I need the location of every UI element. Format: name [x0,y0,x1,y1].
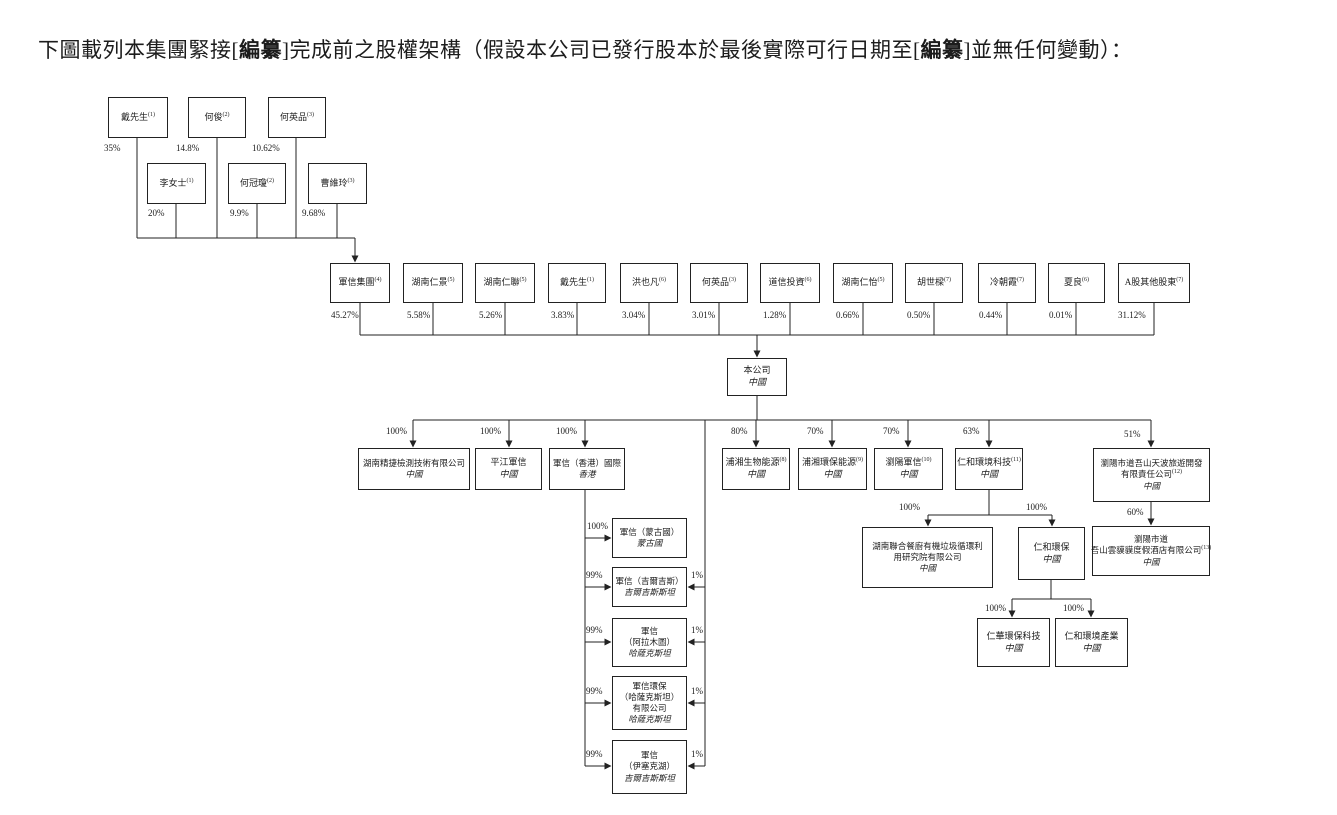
title-text: 下圖載列本集團緊接[ [38,38,239,62]
node-junxin-group: 軍信集團(4) [330,263,390,303]
page-title: 下圖載列本集團緊接[編纂]完成前之股權架構（假設本公司已發行股本於最後實際可行日… [38,34,1132,64]
pct-hu-shiliang: 0.50% [907,310,931,320]
pct-junxin-issyk-kul-right: 1% [691,749,703,759]
node-junxin-issyk-kul: 軍信（伊塞克湖）吉爾吉斯斯坦 [612,740,687,794]
pct-puxiang-bioenergy: 80% [731,426,748,436]
pct-he-yingpin-top: 10.62% [252,143,280,153]
node-junxin-environmental-kazakhstan: 軍信環保（哈薩克斯坦）有限公司哈薩克斯坦 [612,676,687,730]
pct-leng-zhaoxia: 0.44% [979,310,1003,320]
node-junxin-almaty: 軍信（阿拉木圖）哈薩克斯坦 [612,618,687,667]
pct-hunan-renyi: 0.66% [836,310,860,320]
node-li-nvshi: 李女士(1) [147,163,206,204]
node-liuyang-junxin: 瀏陽軍信(10)中國 [874,448,943,490]
node-pingjiang-junxin: 平江軍信中國 [475,448,542,490]
node-renhe-environment-industry: 仁和環境產業中國 [1055,618,1128,667]
node-renhe-environmental: 仁和環保中國 [1018,527,1085,580]
pct-he-jun: 14.8% [176,143,200,153]
node-the-company: 本公司 中國 [727,358,787,396]
node-dai-xiansheng-main: 戴先生(1) [548,263,606,303]
node-xia-liang: 夏良(6) [1048,263,1105,303]
pct-cao-weiling: 9.68% [302,208,326,218]
pct-pingjiang-junxin: 100% [480,426,501,436]
node-hunan-united-kitchen-waste-institute: 湖南聯合餐廚有機垃圾循環利 用研究院有限公司 中國 [862,527,993,588]
node-hunan-jingjie-testing: 湖南精捷檢測技術有限公司中國 [358,448,470,490]
pct-junxin-almaty-left: 99% [586,625,603,635]
node-he-yingpin-main: 何英品(3) [690,263,748,303]
redacted-label: 編纂 [239,38,282,62]
pct-hong-yefan: 3.04% [622,310,646,320]
pct-renhe-environmental: 100% [1026,502,1047,512]
node-liuyang-daowushan-tourism: 瀏陽市道吾山天波旅遊開發 有限責任公司(12) 中國 [1093,448,1210,502]
pct-junxin-kyrgyz-left: 99% [586,570,603,580]
title-text: ]完成前之股權架構（假設本公司已發行股本於最後實際可行日期至[ [282,38,921,62]
node-junxin-hongkong-international: 軍信（香港）國際香港 [549,448,625,490]
hk-chain-lines [584,490,705,770]
pct-hunan-jingjie: 100% [386,426,407,436]
node-puxiang-environmental-energy: 浦湘環保能源(9)中國 [798,448,867,490]
redacted-label: 編纂 [920,38,964,62]
subsidiary-lines [409,396,1155,766]
pct-renhe-env-tech: 63% [963,426,980,436]
pct-junxin-mongolia: 100% [587,521,608,531]
title-text: ]並無任何變動）： [963,38,1133,62]
node-he-jun: 何俊(2) [188,97,246,138]
pct-dai-xiansheng-top: 35% [104,143,121,153]
pct-renhe-env-industry: 100% [1063,603,1084,613]
node-junxin-kyrgyz: 軍信（吉爾吉斯）吉爾吉斯斯坦 [612,567,687,607]
pct-hunan-renjing: 5.58% [407,310,431,320]
node-hu-shiliang: 胡世樑(7) [905,263,963,303]
pct-puxiang-env-energy: 70% [807,426,824,436]
node-leng-zhaoxia: 冷朝霞(7) [978,263,1036,303]
node-hunan-renjing: 湖南仁景(5) [403,263,463,303]
pct-liuyang-junxin: 70% [883,426,900,436]
node-he-guanqiong: 何冠瓊(2) [228,163,286,204]
node-hong-yefan: 洪也凡(6) [620,263,678,303]
node-a-share-other-shareholders: A股其他股東(7) [1118,263,1190,303]
node-cao-weiling: 曹維玲(3) [308,163,367,204]
pct-renhua-env-tech: 100% [985,603,1006,613]
node-puxiang-bioenergy: 浦湘生物能源(8)中國 [722,448,790,490]
pct-dai-xiansheng-main: 3.83% [551,310,575,320]
pct-junxin-hk: 100% [556,426,577,436]
pct-he-yingpin-main: 3.01% [692,310,716,320]
node-daoxin-investment: 道信投資(6) [760,263,820,303]
pct-a-share-other-shareholders: 31.12% [1118,310,1146,320]
node-he-yingpin-top: 何英品(3) [268,97,326,138]
node-dai-xiansheng-top: 戴先生(1) [108,97,168,138]
pct-kitchen-waste-institute: 100% [899,502,920,512]
pct-resort-hotel: 60% [1127,507,1144,517]
main-shareholder-lines [359,303,1155,358]
pct-daoxin-investment: 1.28% [763,310,787,320]
renhe-branch-lines [924,490,1095,618]
node-daowushan-resort-hotel: 瀏陽市道 吾山雲貘貘度假酒店有限公司(13) 中國 [1091,526,1211,576]
pct-li-nvshi: 20% [148,208,165,218]
node-renhua-environmental-technology: 仁華環保科技中國 [977,618,1050,667]
pct-junxin-group: 45.27% [331,310,359,320]
pct-hunan-renlian: 5.26% [479,310,503,320]
pct-junxin-issyk-kul-left: 99% [586,749,603,759]
pct-he-guanqiong: 9.9% [230,208,249,218]
pct-junxin-almaty-right: 1% [691,625,703,635]
node-hunan-renlian: 湖南仁聯(5) [475,263,535,303]
node-junxin-mongolia: 軍信（蒙古國）蒙古國 [612,518,687,558]
pct-junxin-kyrgyz-right: 1% [691,570,703,580]
founder-lines [136,138,359,263]
pct-junxin-kazakhstan-left: 99% [586,686,603,696]
node-renhe-environment-technology: 仁和環境科技(11)中國 [955,448,1023,490]
pct-junxin-kazakhstan-right: 1% [691,686,703,696]
pct-daowushan-tourism: 51% [1124,429,1141,439]
node-hunan-renyi: 湖南仁怡(5) [833,263,893,303]
pct-xia-liang: 0.01% [1049,310,1073,320]
